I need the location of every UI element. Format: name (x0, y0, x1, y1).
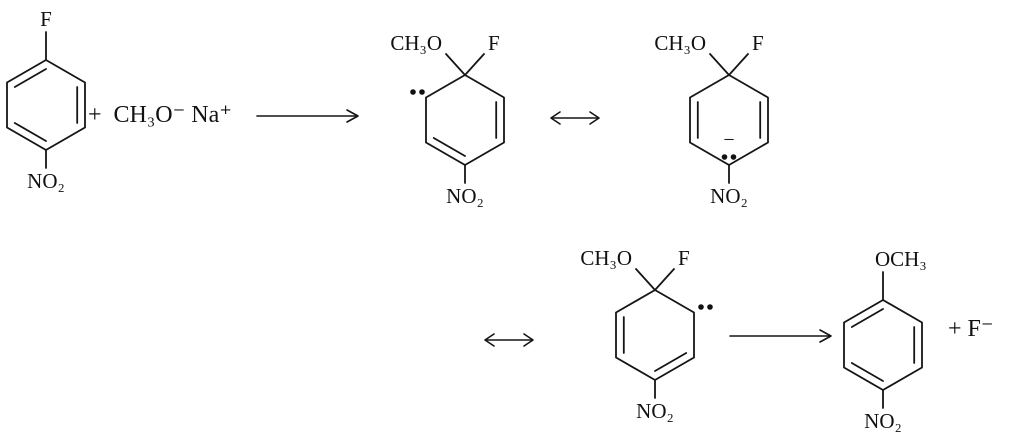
product-structure: OCH₃ NO₂ (843, 247, 927, 433)
cyclohexadienyl-ring (425, 53, 505, 184)
forward-reaction-arrow-icon (256, 109, 359, 123)
resonance-arrow-icon (484, 333, 534, 347)
fluoro-label: F (40, 7, 52, 31)
methoxy-label: CH₃O (654, 31, 706, 55)
benzene-ring (6, 31, 86, 169)
fluoro-label: F (752, 31, 764, 55)
nitro-label: NO₂ (27, 169, 65, 193)
nitro-label: NO₂ (446, 184, 484, 208)
meisenheimer-complex-2: CH₃O F − NO₂ (654, 31, 769, 208)
cyclohexadienyl-ring (615, 268, 695, 399)
methoxide-reagent-text: + CH₃O⁻ Na⁺ (88, 102, 232, 128)
methoxy-label: CH₃O (580, 246, 632, 270)
lone-pair-dots-icon (721, 154, 737, 160)
fluoro-label: F (488, 31, 500, 55)
forward-reaction-arrow-icon (729, 329, 832, 343)
nitro-label: NO₂ (710, 184, 748, 208)
nitro-label: NO₂ (864, 409, 902, 433)
fluoride-byproduct-text: + F⁻ (948, 316, 994, 342)
lone-pair-dots-icon (410, 89, 425, 95)
cyclohexadienyl-ring (689, 53, 769, 184)
benzene-ring (843, 271, 923, 409)
meisenheimer-complex-1: CH₃O F NO₂ (390, 31, 505, 208)
lone-pair-dots-icon (698, 304, 713, 310)
reactant-structure: F NO₂ (6, 7, 86, 193)
methoxy-label: CH₃O (390, 31, 442, 55)
resonance-arrow-icon (550, 111, 600, 125)
meisenheimer-complex-3: CH₃O F NO₂ (580, 246, 713, 423)
fluoro-label: F (678, 246, 690, 270)
nitro-label: NO₂ (636, 399, 674, 423)
methoxy-label: OCH₃ (875, 247, 927, 271)
negative-charge-label: − (723, 129, 734, 151)
